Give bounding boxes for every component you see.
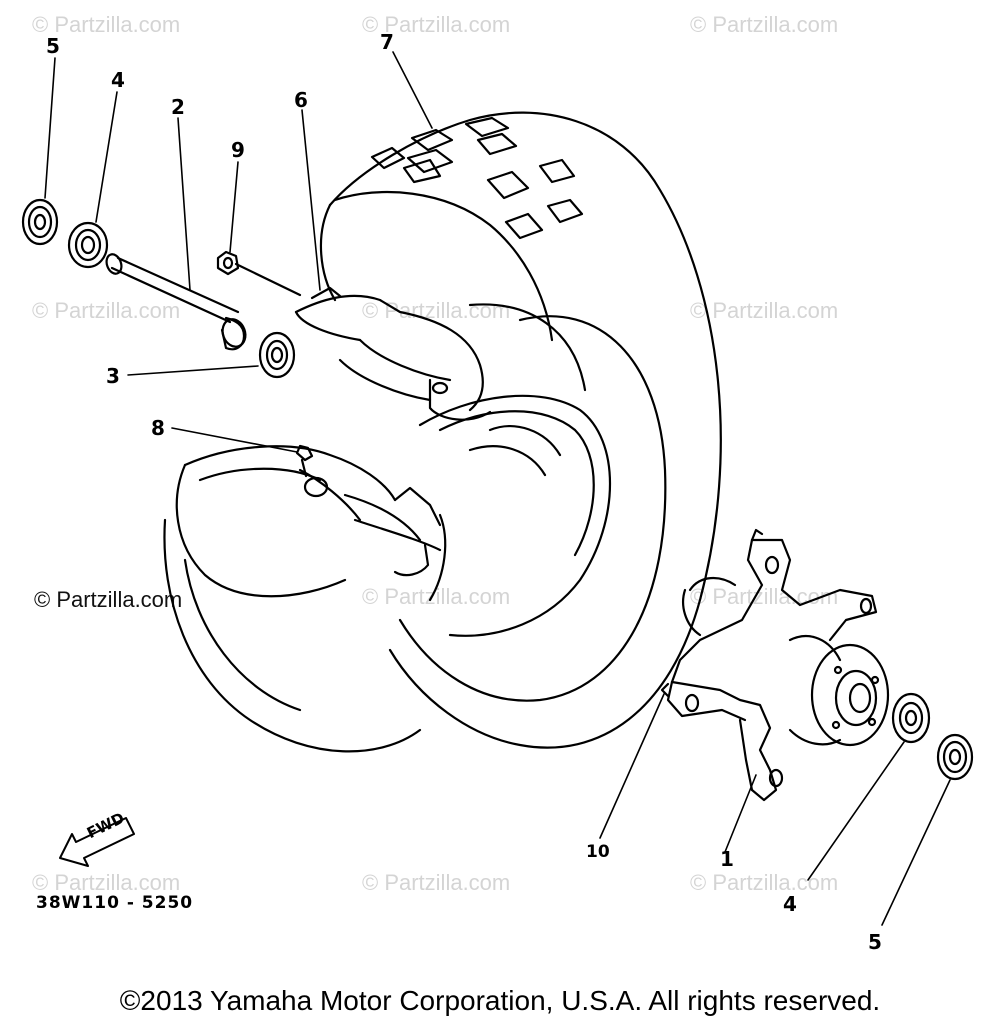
- watermark: © Partzilla.com: [362, 298, 511, 323]
- watermark: © Partzilla.com: [690, 870, 839, 895]
- callout-7: 7: [380, 30, 394, 54]
- oil-seal-bottom: [936, 733, 974, 781]
- watermark: © Partzilla.com: [32, 870, 181, 895]
- watermark: © Partzilla.com: [362, 12, 511, 37]
- callout-9: 9: [231, 138, 245, 162]
- oil-seal-top: [21, 198, 59, 246]
- callout-6: 6: [294, 88, 308, 112]
- oil-seal-mid: [258, 331, 296, 379]
- watermark: © Partzilla.com: [690, 12, 839, 37]
- bearing-bottom: [891, 692, 931, 744]
- watermark: © Partzilla.com: [362, 870, 511, 895]
- axle-collar: [105, 253, 247, 351]
- watermark: © Partzilla.com: [690, 584, 839, 609]
- diagram-code: 38W110 - 5250: [36, 893, 194, 913]
- callout-4-bottom: 4: [783, 892, 797, 916]
- callout-10: 10: [586, 842, 610, 862]
- bearing-top: [67, 221, 109, 269]
- watermark: © Partzilla.com: [690, 298, 839, 323]
- fwd-arrow-icon: [59, 817, 135, 867]
- watermark-prominent: © Partzilla.com: [34, 587, 183, 612]
- wheel-hub: [660, 528, 890, 802]
- wheel-rim: [163, 286, 611, 753]
- callout-4-top: 4: [111, 68, 125, 92]
- leader-lines: [44, 51, 951, 926]
- callout-8: 8: [151, 416, 165, 440]
- callout-5-bottom: 5: [868, 930, 882, 954]
- tire: [319, 111, 722, 749]
- callout-2: 2: [171, 95, 185, 119]
- nut: [216, 250, 302, 297]
- valve: [295, 444, 329, 498]
- watermark: © Partzilla.com: [32, 12, 181, 37]
- callout-3: 3: [106, 364, 120, 388]
- copyright-notice: ©2013 Yamaha Motor Corporation, U.S.A. A…: [119, 985, 881, 1016]
- callout-5-top: 5: [46, 34, 60, 58]
- callout-1: 1: [720, 847, 734, 871]
- watermark: © Partzilla.com: [32, 298, 181, 323]
